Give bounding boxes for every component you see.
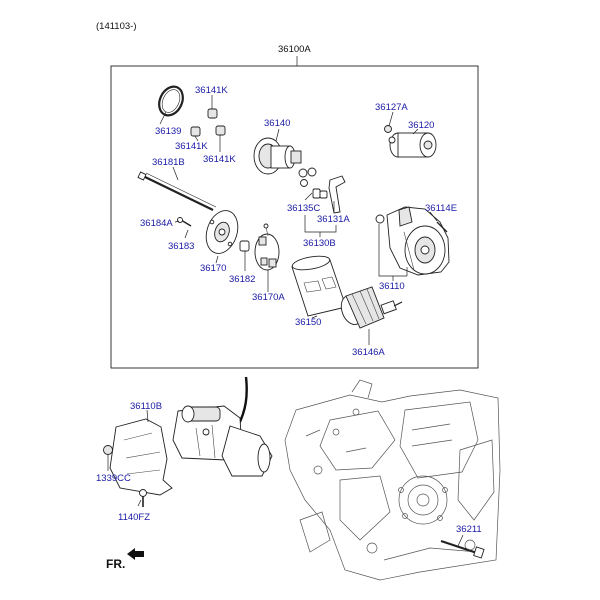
nut-1339CC[interactable]	[103, 445, 113, 455]
label-36141K-a[interactable]: 36141K	[195, 85, 228, 96]
solenoid-36120[interactable]	[388, 132, 437, 158]
oring-36139[interactable]	[155, 83, 188, 119]
assembly-frame	[110, 65, 479, 369]
ring-36141K-b[interactable]	[190, 126, 201, 137]
housing-36110[interactable]	[375, 206, 450, 276]
label-36182[interactable]: 36182	[229, 274, 255, 285]
label-36127A[interactable]: 36127A	[375, 102, 408, 113]
front-arrow-icon	[127, 548, 144, 560]
label-36170A[interactable]: 36170A	[252, 292, 285, 303]
bolt-36114E[interactable]	[436, 221, 448, 233]
bolt-36211[interactable]	[440, 539, 485, 559]
header-code: (141103-)	[96, 21, 137, 32]
armature-36146A[interactable]	[337, 286, 403, 329]
label-36146A[interactable]: 36146A	[352, 347, 385, 358]
label-36141K-b[interactable]: 36141K	[175, 141, 208, 152]
starter-assembly[interactable]	[172, 405, 273, 477]
engine-block	[284, 379, 501, 581]
label-36150[interactable]: 36150	[295, 317, 321, 328]
label-36141K-c[interactable]: 36141K	[203, 154, 236, 165]
bushing-36182[interactable]	[239, 240, 250, 252]
label-36184A[interactable]: 36184A	[140, 218, 173, 229]
label-36139[interactable]: 36139	[155, 126, 181, 137]
label-36110[interactable]: 36110	[379, 281, 405, 292]
plunger-36135C[interactable]	[312, 188, 328, 199]
nut-36127A[interactable]	[384, 125, 392, 133]
label-36120[interactable]: 36120	[408, 120, 434, 131]
ring-36141K-c[interactable]	[215, 125, 226, 136]
yoke-36150[interactable]	[291, 254, 347, 317]
label-36130B[interactable]: 36130B	[303, 238, 336, 249]
label-36131A[interactable]: 36131A	[317, 214, 350, 225]
lever-36131A[interactable]	[328, 175, 346, 214]
label-1140FZ[interactable]: 1140FZ	[118, 512, 150, 523]
label-36140[interactable]: 36140	[264, 118, 290, 129]
label-36183[interactable]: 36183	[168, 241, 194, 252]
label-36110B[interactable]: 36110B	[130, 401, 162, 412]
ring-36141K-a[interactable]	[207, 108, 218, 119]
label-36211[interactable]: 36211	[456, 524, 482, 535]
front-label: FR.	[106, 557, 125, 571]
label-36135C[interactable]: 36135C	[287, 203, 320, 214]
brush-holder-36170A[interactable]	[254, 223, 280, 271]
bolt-36181B[interactable]	[137, 171, 217, 211]
assembly-label: 36100A	[278, 44, 311, 55]
label-1339CC[interactable]: 1339CC	[96, 473, 131, 484]
bolt-1140FZ[interactable]	[139, 489, 147, 508]
shield-36110B[interactable]	[109, 418, 173, 496]
screw-36184A[interactable]	[177, 217, 192, 227]
label-36170[interactable]: 36170	[200, 263, 226, 274]
endplate-36170[interactable]	[201, 206, 243, 257]
label-36114E[interactable]: 36114E	[425, 203, 457, 214]
gear-36140[interactable]	[253, 137, 317, 187]
label-36181B[interactable]: 36181B	[152, 157, 185, 168]
